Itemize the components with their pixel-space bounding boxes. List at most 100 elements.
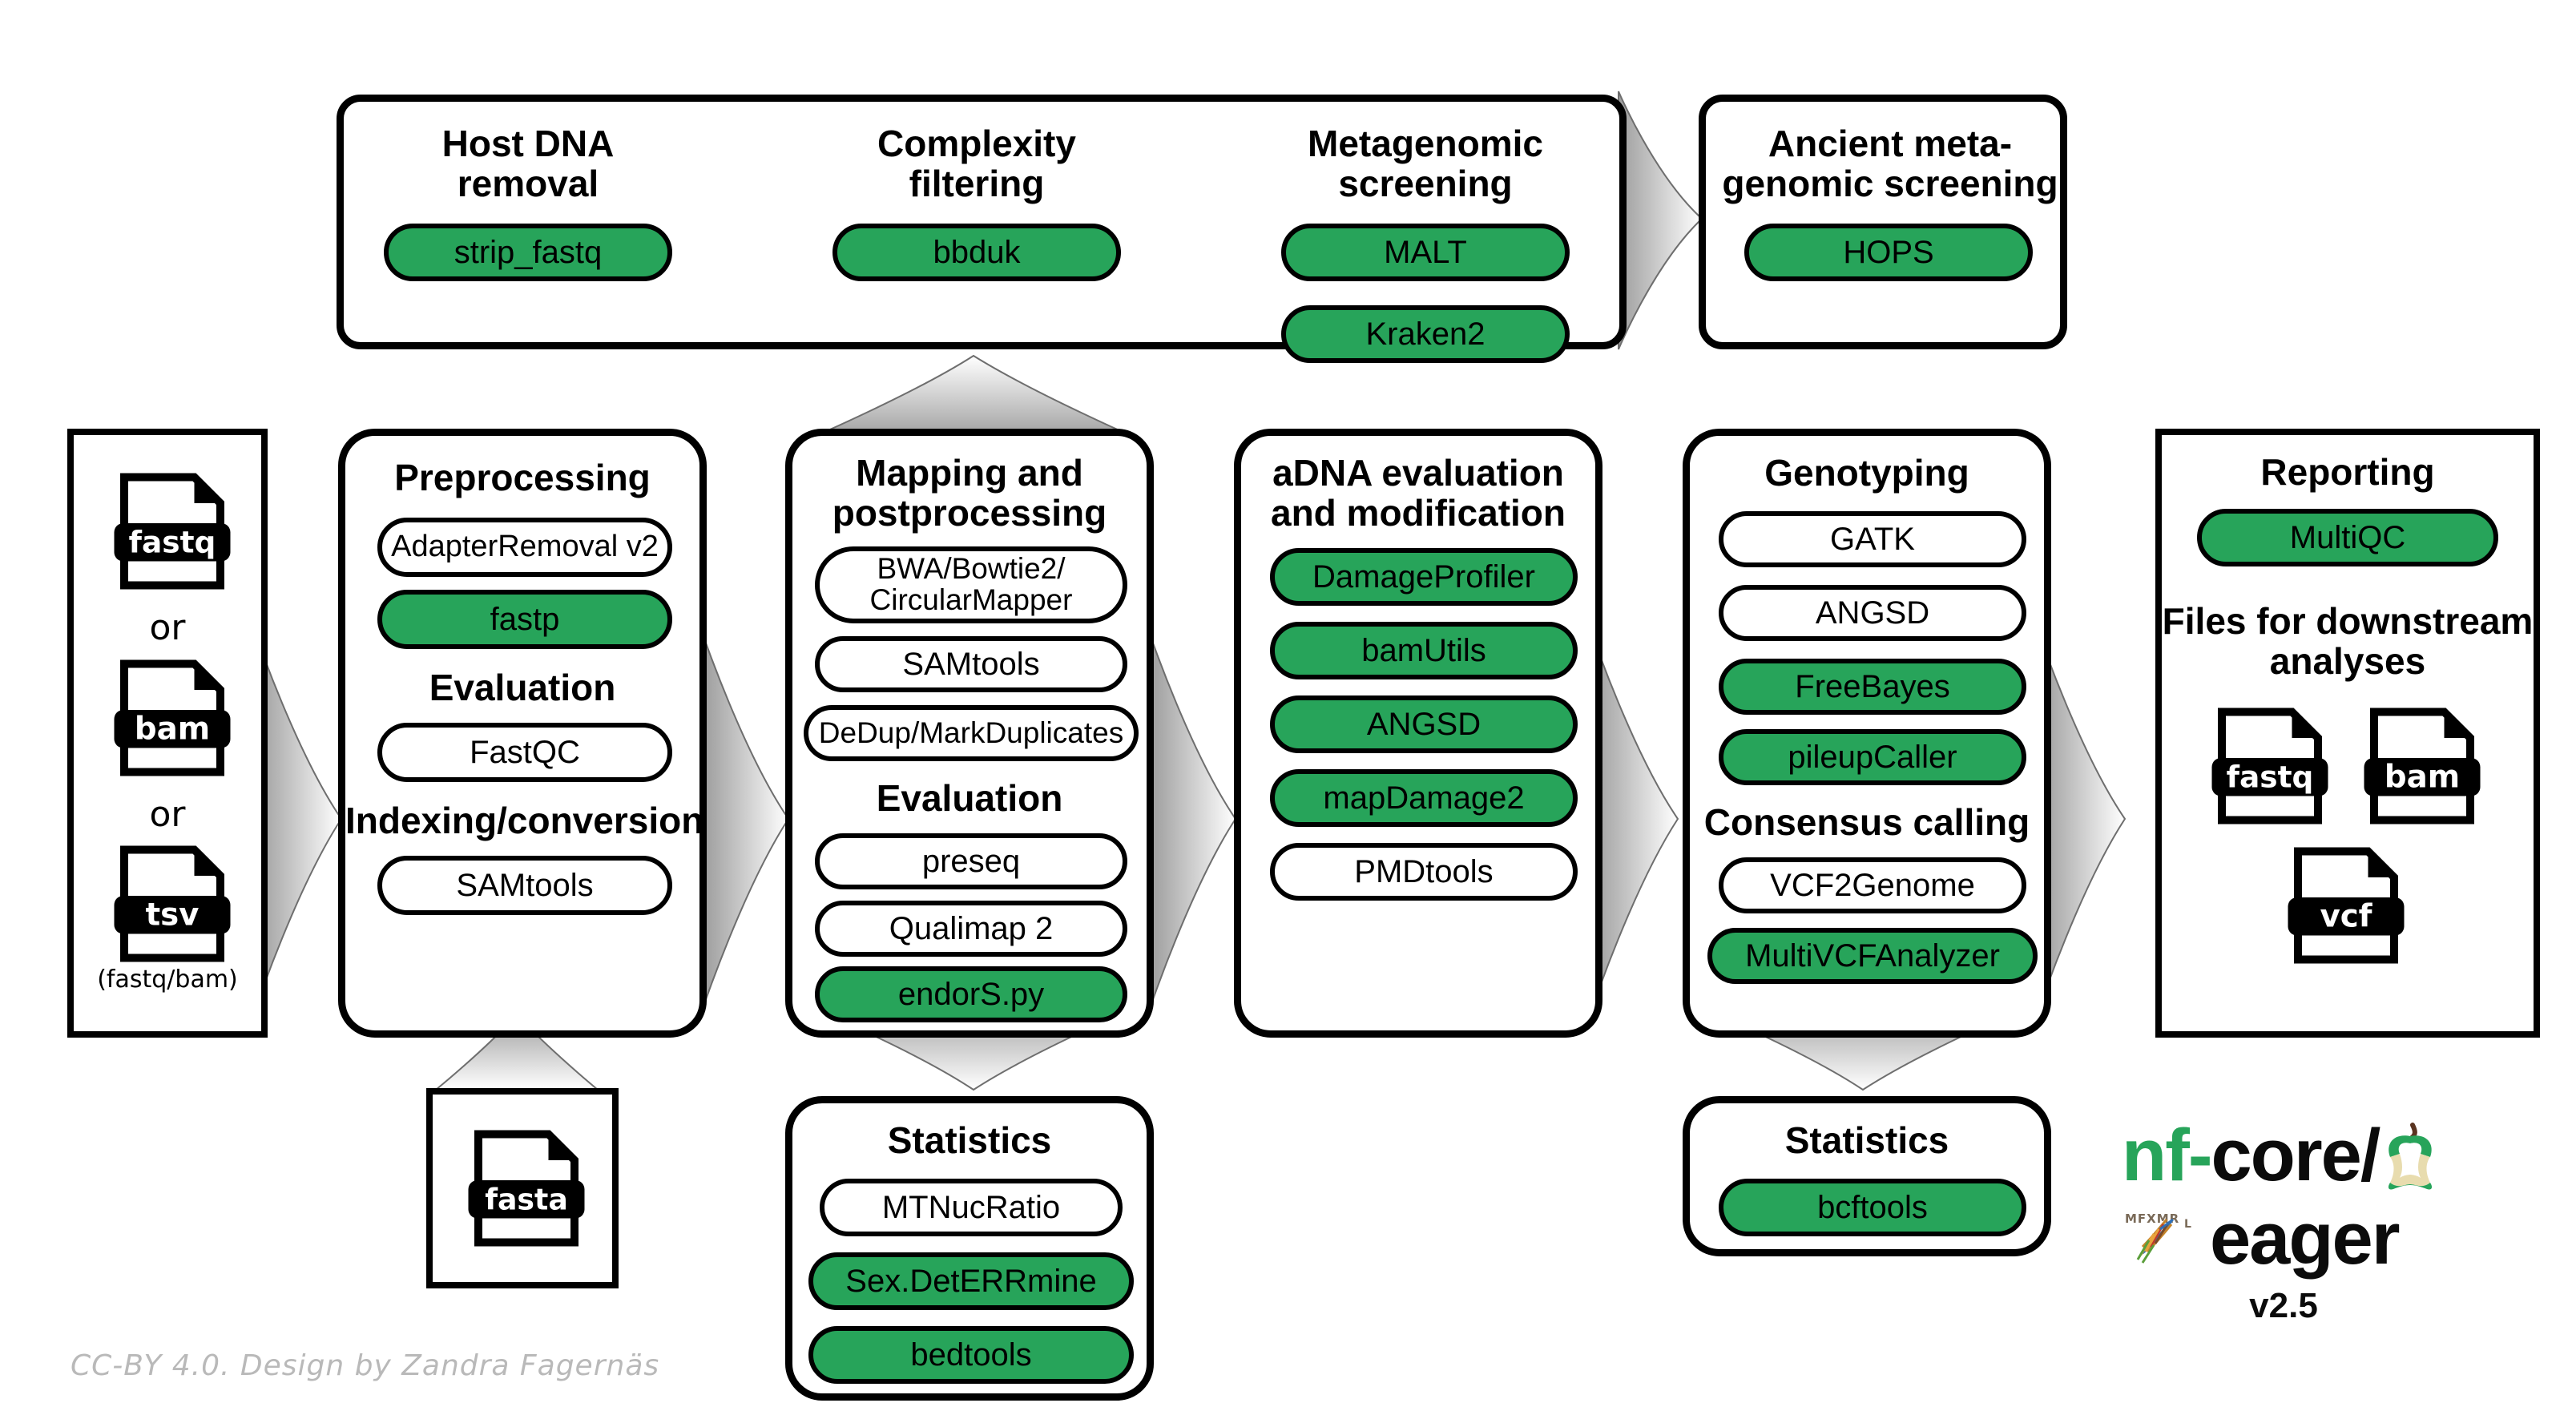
svg-text:bam: bam [135,711,210,747]
tool-label: pileupCaller [1788,740,1957,775]
tool-pill-fastp[interactable]: fastp [377,590,672,649]
tool-pill-endors-py[interactable]: endorS.py [815,966,1127,1022]
nf-core-eager-logo: nf-core/ MFXMR L [2099,1114,2516,1338]
tool-label: mapDamage2 [1323,780,1525,816]
tool-pill-preseq[interactable]: preseq [815,833,1127,889]
group-title-complexity-filtering: Complexity filtering [877,123,1076,204]
tool-pill-bcftools[interactable]: bcftools [1719,1179,2026,1236]
tool-label: preseq [921,844,1021,879]
logo-eager-text: eager [2210,1198,2400,1280]
tool-pill-samtools-preprocessing[interactable]: SAMtools [377,856,672,915]
tsv-file-icon: tsv [112,844,232,964]
tool-pill-mtnucratio[interactable]: MTNucRatio [820,1179,1123,1236]
panel-title-adna-evaluation: aDNA evaluation and modification [1271,452,1566,534]
panel-title-statistics-right: Statistics [1784,1119,1949,1161]
tool-label: Qualimap 2 [889,911,1054,946]
svg-text:fastq: fastq [2227,759,2314,794]
fastq-file-icon: fastq [112,471,232,591]
tool-label: bamUtils [1361,633,1486,668]
group-title-host-dna-removal: Host DNA removal [441,123,615,204]
tool-pill-angsd-genotyping[interactable]: ANGSD [1719,585,2026,641]
apple-core-icon [2384,1122,2437,1191]
section-title-consensus-calling: Consensus calling [1703,801,2030,843]
tool-label: DamageProfiler [1312,559,1535,595]
tool-pill-gatk[interactable]: GATK [1719,511,2026,567]
input-files-panel: fastq or bam or tsv (fastq/bam) [67,429,268,1038]
tool-label: VCF2Genome [1770,868,1975,903]
tool-label: SAMtools [456,868,594,903]
tool-label: bedtools [910,1337,1032,1373]
arrow-genotyping-to-reporting [2038,633,2128,1010]
logo-nf-text: nf- [2122,1115,2212,1196]
statistics-left-panel: Statistics MTNucRatio Sex.DetERRmine bed… [785,1096,1154,1401]
panel-title-statistics-left: Statistics [887,1119,1052,1161]
panel-title-reporting: Reporting [2260,451,2435,493]
fasta-file-icon: fasta [466,1128,587,1248]
tool-pill-hops[interactable]: HOPS [1744,224,2033,281]
tool-pill-qualimap-2[interactable]: Qualimap 2 [815,901,1127,957]
tool-pill-sex-determine[interactable]: Sex.DetERRmine [808,1252,1134,1310]
tool-label: AdapterRemoval v2 [391,530,659,564]
adna-evaluation-panel: aDNA evaluation and modification DamageP… [1234,429,1602,1038]
fasta-reference-panel: fasta [426,1088,619,1288]
tool-pill-angsd-adna[interactable]: ANGSD [1270,695,1578,753]
logo-row-eager: MFXMR L eag [2122,1197,2400,1281]
output-bam-file-icon: bam [2362,706,2482,826]
tool-pill-bedtools[interactable]: bedtools [808,1326,1134,1384]
tool-label: GATK [1830,522,1915,557]
input-or-label-1: or [149,607,186,648]
arrow-metagenomic-to-ancient [1617,88,1705,353]
svg-text:fasta: fasta [485,1182,568,1216]
arrow-input-to-preprocessing [255,633,345,1010]
tool-label: bbduk [933,235,1021,270]
svg-text:fastq: fastq [129,524,216,559]
tool-label: ANGSD [1815,595,1930,631]
output-vcf-file-icon: vcf [2286,845,2406,966]
tool-pill-bwa-bowtie2-circularmapper[interactable]: BWA/Bowtie2/ CircularMapper [815,546,1127,623]
tool-pill-malt[interactable]: MALT [1281,224,1570,281]
tool-pill-adapterremoval-v2[interactable]: AdapterRemoval v2 [377,518,672,577]
svg-text:tsv: tsv [146,897,200,933]
tool-pill-freebayes[interactable]: FreeBayes [1719,659,2026,715]
logo-row-nf-core: nf-core/ [2122,1114,2437,1198]
tool-label: fastp [490,602,560,637]
tool-label: Sex.DetERRmine [845,1264,1097,1299]
tool-pill-vcf2genome[interactable]: VCF2Genome [1719,857,2026,913]
arrow-adna-to-genotyping [1591,633,1681,1010]
logo-version-label: v2.5 [2249,1286,2318,1325]
tool-pill-fastqc[interactable]: FastQC [377,723,672,782]
tool-pill-multiqc[interactable]: MultiQC [2197,509,2498,566]
section-title-mapping-evaluation: Evaluation [876,777,1063,819]
svg-text:bam: bam [2385,759,2460,795]
top-metagenomics-panel: Host DNA removal strip_fastq Complexity … [337,95,1627,363]
tool-label: MALT [1384,235,1467,270]
statistics-right-panel: Statistics bcftools [1683,1096,2051,1256]
credit-line: CC-BY 4.0. Design by Zandra Fagernäs [71,1349,660,1382]
tool-pill-samtools-mapping[interactable]: SAMtools [815,636,1127,692]
svg-text:MFXMR: MFXMR [2125,1211,2179,1226]
tool-label: bcftools [1817,1190,1928,1225]
svg-text:vcf: vcf [2320,898,2372,934]
tool-pill-pmdtools[interactable]: PMDtools [1270,843,1578,901]
group-title-metagenomic-screening: Metagenomic screening [1308,123,1543,204]
tool-pill-bbduk[interactable]: bbduk [832,224,1121,281]
tool-pill-dedup-markduplicates[interactable]: DeDup/MarkDuplicates [804,705,1139,761]
arrow-mapping-to-adna [1149,633,1239,1010]
preprocessing-panel: Preprocessing AdapterRemoval v2 fastp Ev… [338,429,707,1038]
panel-title-ancient-metagenomic: Ancient meta- genomic screening [1722,123,2058,204]
ancient-metagenomic-panel: Ancient meta- genomic screening HOPS [1699,95,2067,349]
tool-pill-kraken2[interactable]: Kraken2 [1281,305,1570,363]
tool-pill-bamutils[interactable]: bamUtils [1270,622,1578,679]
tool-label: MultiQC [2289,520,2406,555]
section-title-downstream-files: Files for downstream analyses [2162,600,2534,682]
section-title-evaluation: Evaluation [429,667,616,708]
svg-text:L: L [2184,1218,2191,1231]
tool-pill-damageprofiler[interactable]: DamageProfiler [1270,548,1578,606]
tool-pill-pileupcaller[interactable]: pileupCaller [1719,729,2026,785]
tool-label: FastQC [470,735,580,770]
tool-pill-mapdamage2[interactable]: mapDamage2 [1270,769,1578,827]
tool-pill-strip-fastq[interactable]: strip_fastq [384,224,672,281]
tool-pill-multivcfanalyzer[interactable]: MultiVCFAnalyzer [1707,928,2038,984]
panel-title-mapping-postprocessing: Mapping and postprocessing [832,452,1107,534]
